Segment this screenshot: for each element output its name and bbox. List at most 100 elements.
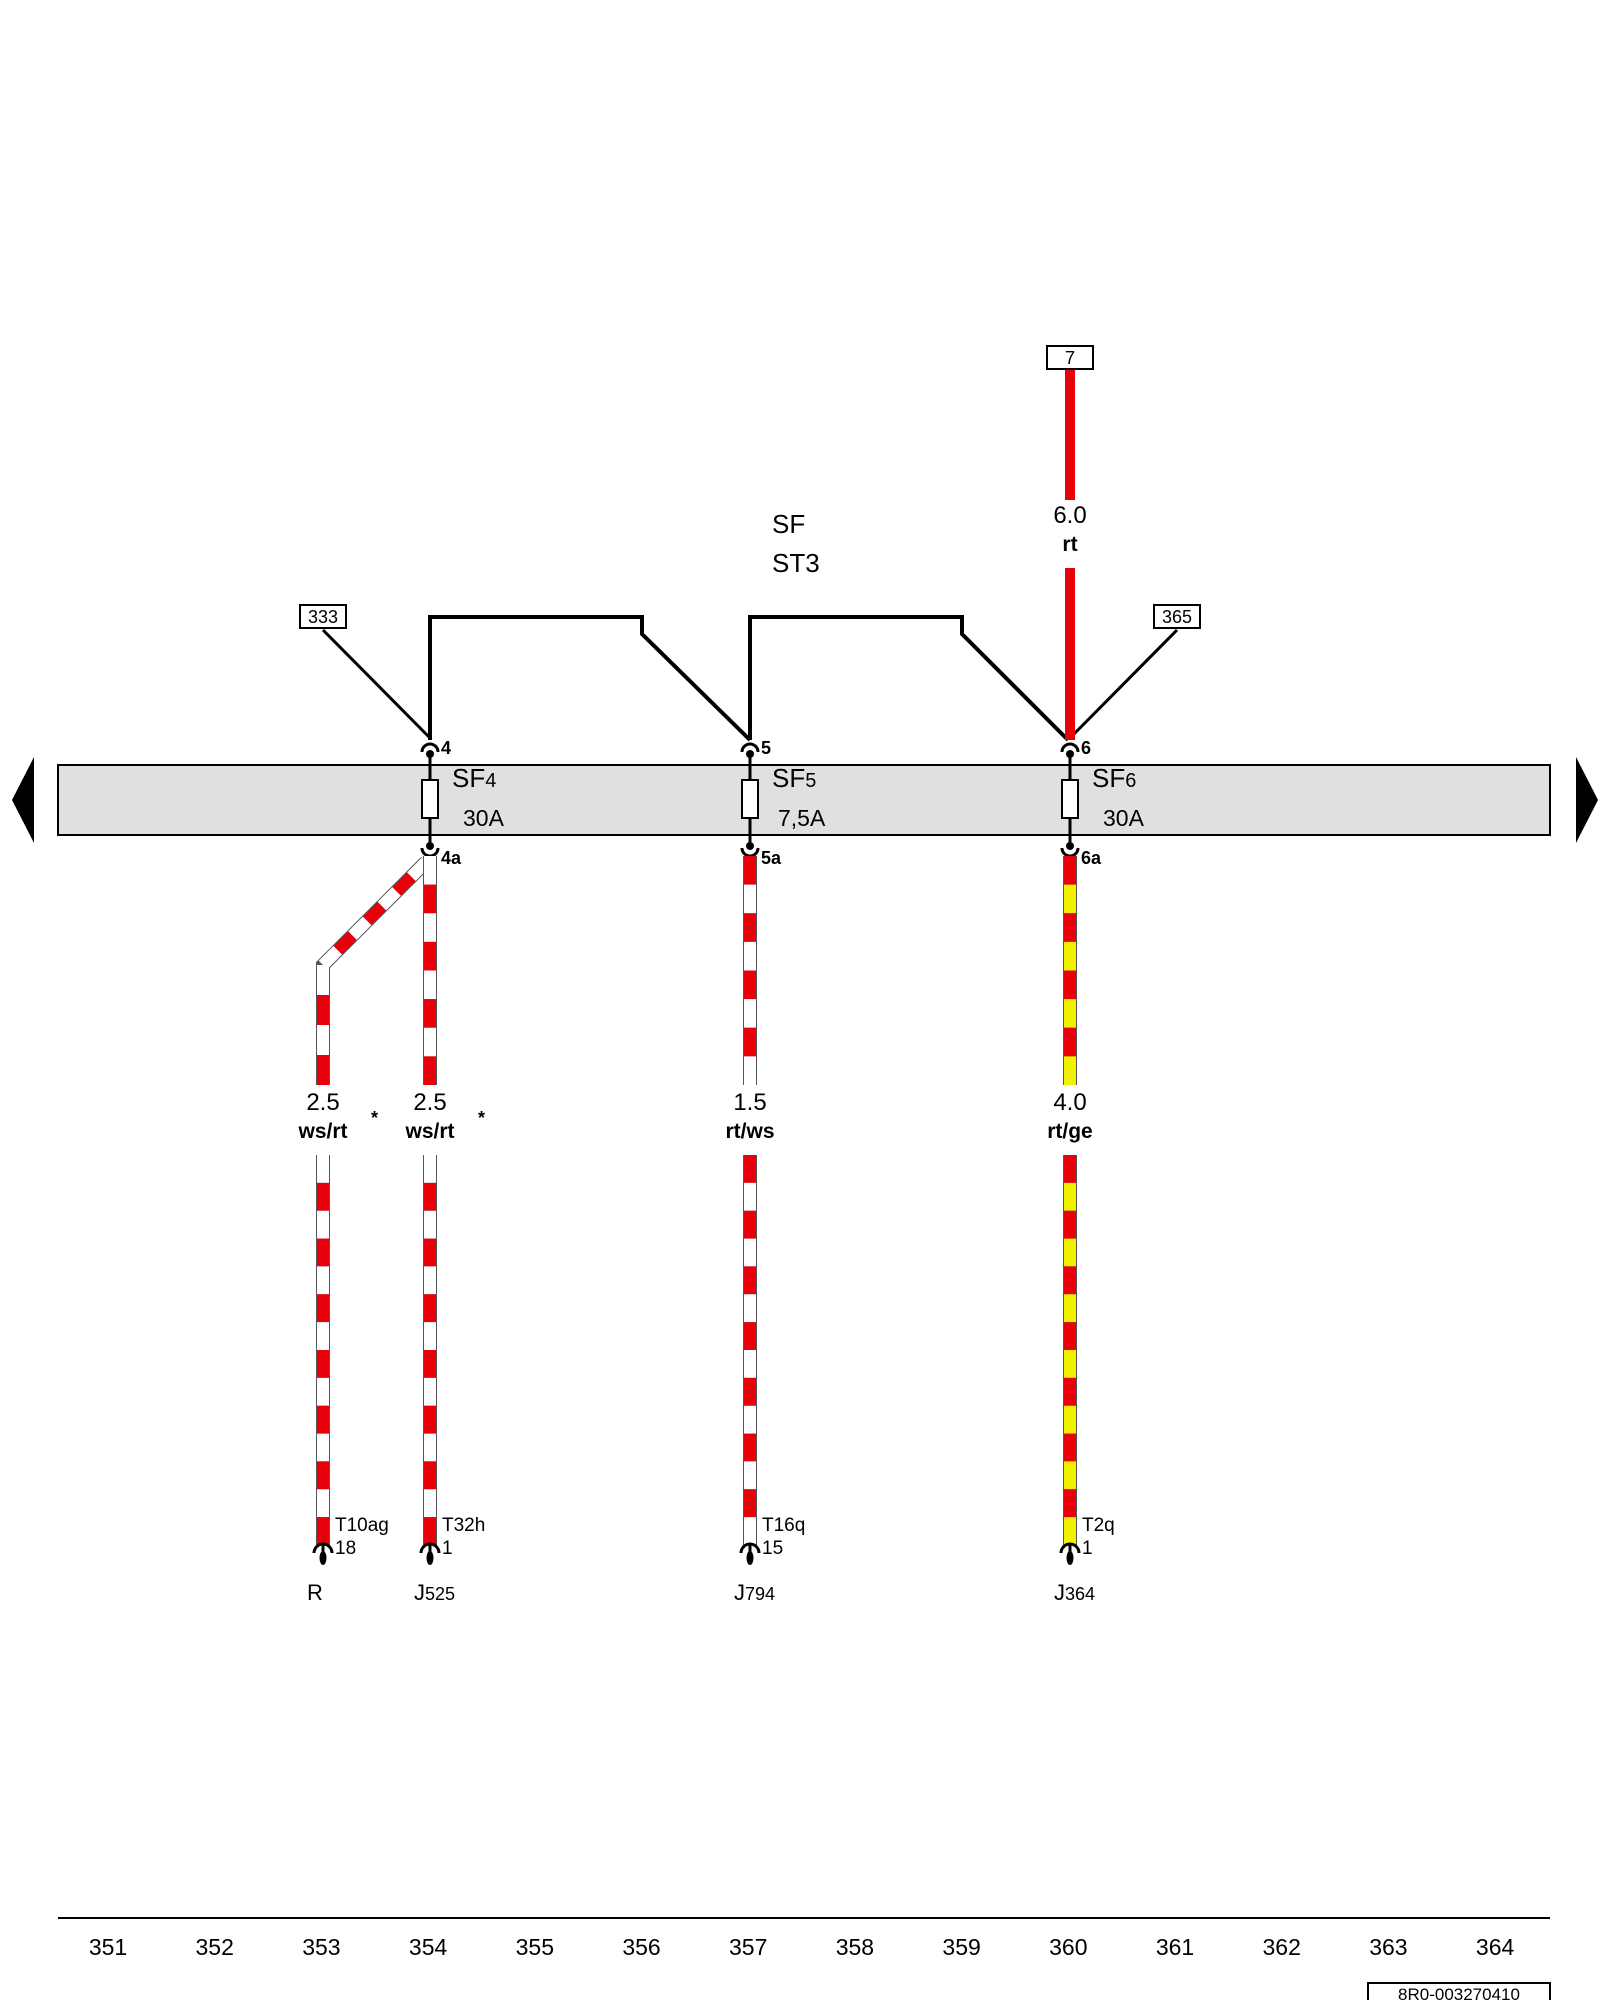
fuse-rating: 7,5A [778, 805, 826, 831]
grid-number: 355 [516, 1934, 554, 1960]
wire-note-star: * [371, 1108, 378, 1128]
wire-gauge: 4.0 [1053, 1089, 1086, 1116]
connector-name: T10ag [335, 1515, 389, 1536]
wire-gauge: 1.5 [733, 1089, 766, 1116]
wire-color-code: rt/ge [1047, 1120, 1093, 1143]
fuse-name: SF4 [452, 763, 496, 793]
bridge-pin4-to-pin5 [428, 615, 752, 742]
pin-out-label: 6a [1081, 848, 1102, 868]
connector-name: T32h [442, 1515, 485, 1536]
left-page-arrow[interactable] [12, 757, 34, 843]
doc-code-box: 8R0-003270410 [1367, 1982, 1551, 2000]
grid-number: 359 [942, 1934, 980, 1960]
wire-note-star: * [478, 1108, 485, 1128]
fuse-carrier-strip [57, 764, 1551, 836]
grid-number: 362 [1263, 1934, 1301, 1960]
fuse-body-icon [741, 779, 759, 819]
wire-top-red-lower [1065, 568, 1075, 740]
pin-in-label: 4 [441, 738, 451, 758]
ref-left-text: 333 [308, 607, 338, 627]
grid-number: 351 [89, 1934, 127, 1960]
terminal-icon [740, 847, 760, 858]
connector-icon [1059, 1542, 1081, 1554]
fuse-body-icon [421, 779, 439, 819]
grid-number: 361 [1156, 1934, 1194, 1960]
wire-segment [318, 946, 342, 970]
bridge-pin5-to-pin6 [748, 615, 1070, 742]
connector-icon [739, 1542, 761, 1554]
component-label: J525 [414, 1580, 455, 1605]
grid-number: 358 [836, 1934, 874, 1960]
connector-pin: 1 [1082, 1538, 1093, 1559]
grid-number: 353 [302, 1934, 340, 1960]
pin-in-label: 5 [761, 738, 771, 758]
terminal-dot [426, 842, 434, 850]
right-page-arrow[interactable] [1576, 757, 1598, 843]
ref-top-text: 7 [1065, 348, 1075, 368]
terminal-icon [1060, 847, 1080, 858]
component-label: J794 [734, 1580, 775, 1605]
ref-box-top[interactable]: 7 [1046, 345, 1094, 370]
wire-color-code: ws/rt [297, 1120, 347, 1143]
fuse-name: SF5 [772, 763, 816, 793]
top-wire-color: rt [1062, 533, 1077, 556]
wire-ref333-to-pin4 [321, 628, 432, 740]
terminal-icon [420, 742, 440, 753]
pin-in-label: 6 [1081, 738, 1091, 758]
connector-icon [419, 1542, 441, 1554]
component-label: R [307, 1580, 323, 1605]
connector-pin-icon [1066, 1551, 1074, 1565]
connector-pin-icon [426, 1551, 434, 1565]
wire-outline [316, 857, 431, 1085]
wire-segment [362, 901, 387, 926]
grid-number: 352 [196, 1934, 234, 1960]
wire-top-red-upper [1065, 370, 1075, 500]
terminal-icon [740, 742, 760, 753]
fuse-sf4[interactable]: SF4 30A 4 4a [420, 738, 505, 868]
component-label: J364 [1054, 1580, 1095, 1605]
wire-color-code: ws/rt [404, 1120, 454, 1143]
wire-gauge: 2.5 [413, 1089, 446, 1116]
module-label: SF [772, 509, 805, 539]
connector-name: T2q [1082, 1515, 1115, 1536]
connector-icon [312, 1542, 334, 1554]
connector-pin: 1 [442, 1538, 453, 1559]
wire-segment [392, 872, 416, 896]
pin-out-label: 5a [761, 848, 782, 868]
wire-segment [348, 916, 372, 940]
grid-number: 357 [729, 1934, 767, 1960]
fuses-layer: SF4 30A 4 4a SF5 7,5A 5 5a SF6 30A 6 6a [420, 738, 1145, 868]
pin-out-label: 4a [441, 848, 462, 868]
grid-number: 360 [1049, 1934, 1087, 1960]
wire-ref365-to-pin6 [1068, 628, 1179, 740]
connector-name: T16q [762, 1515, 805, 1536]
wire-segment [333, 931, 357, 955]
terminal-dot [1066, 842, 1074, 850]
fuse-rating: 30A [463, 805, 505, 831]
fuse-name: SF6 [1092, 763, 1136, 793]
terminal-dot [746, 842, 754, 850]
fuse-sf5[interactable]: SF5 7,5A 5 5a [740, 738, 826, 868]
wire-color-code: rt/ws [725, 1120, 774, 1143]
connector-pin-icon [319, 1551, 327, 1565]
terminal-icon [420, 847, 440, 858]
grid-number: 356 [622, 1934, 660, 1960]
module-sub-label: ST3 [772, 548, 820, 578]
wire-segment [377, 887, 401, 911]
wire-gauge: 2.5 [306, 1089, 339, 1116]
fuse-rating: 30A [1103, 805, 1145, 831]
ref-box-right[interactable]: 365 [1153, 604, 1201, 629]
ref-box-left[interactable]: 333 [299, 604, 347, 629]
grid-number: 364 [1476, 1934, 1515, 1960]
doc-code-text: 8R0-003270410 [1398, 1985, 1520, 2000]
terminal-icon [1060, 742, 1080, 753]
grid-number: 363 [1369, 1934, 1407, 1960]
fuse-sf6[interactable]: SF6 30A 6 6a [1060, 738, 1145, 868]
connector-pin-icon [746, 1551, 754, 1565]
connector-pin: 15 [762, 1538, 783, 1559]
